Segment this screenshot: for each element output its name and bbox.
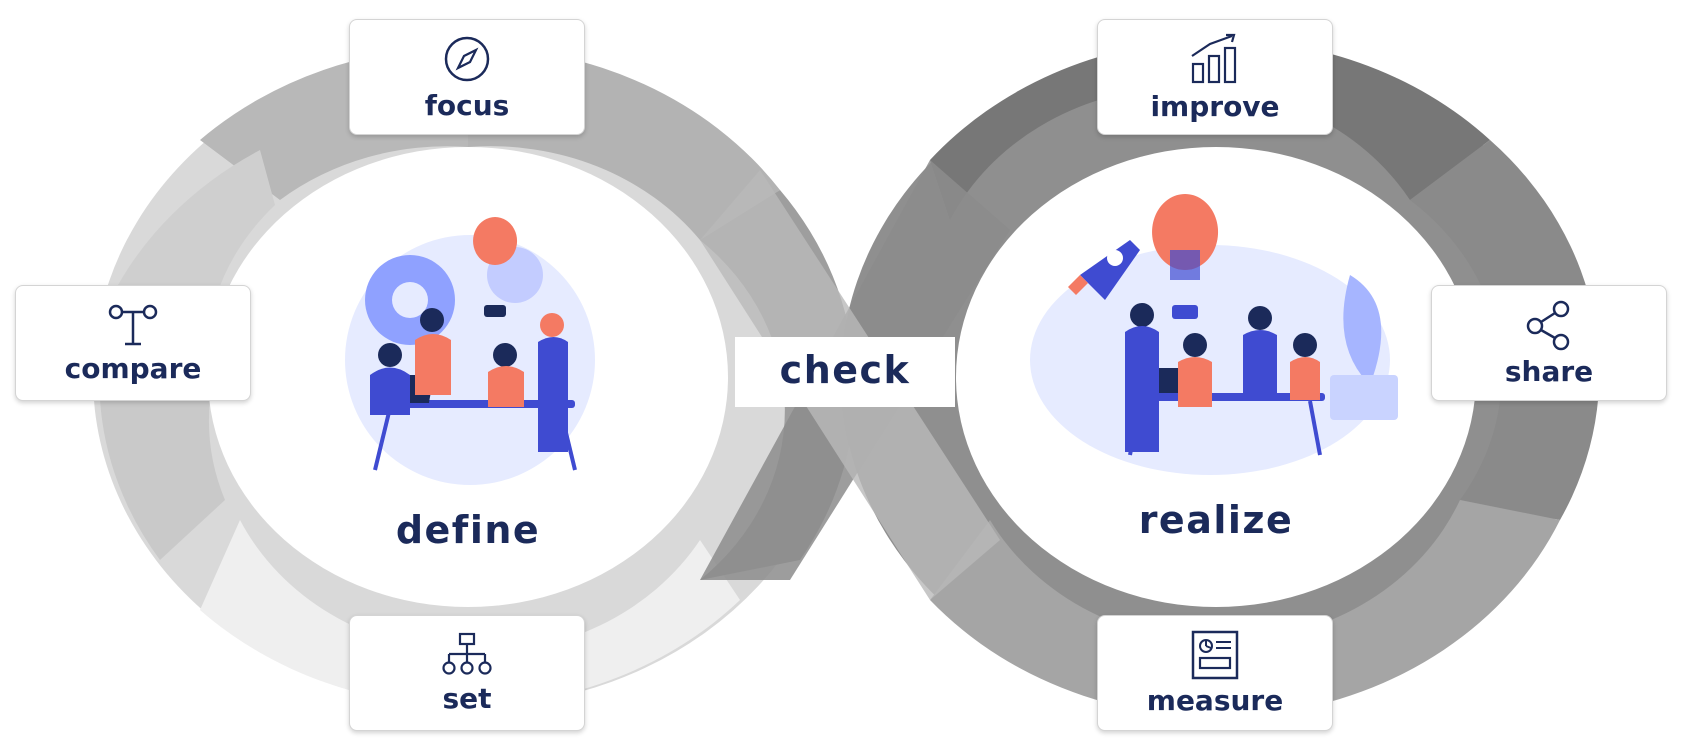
report-icon	[1191, 630, 1239, 679]
stage-label-define: define	[395, 508, 541, 552]
lightbulb-icon	[473, 217, 518, 265]
plant	[1343, 275, 1382, 385]
check-label-backdrop	[735, 337, 955, 407]
crossing-bands	[700, 160, 1010, 600]
step-label: set	[442, 681, 492, 715]
step-label: focus	[424, 88, 510, 122]
step-card-compare[interactable]: compare	[15, 285, 251, 401]
stage-label-realize: realize	[1138, 498, 1294, 542]
ring-segment-left	[110, 150, 275, 300]
hierarchy-icon	[442, 632, 492, 675]
stage-label-check: check	[779, 348, 911, 392]
step-card-improve[interactable]: improve	[1097, 19, 1333, 135]
rocket-icon	[1080, 240, 1140, 300]
bar-chart-growth-icon	[1191, 33, 1237, 83]
step-card-share[interactable]: share	[1431, 285, 1667, 401]
teamwork-illustration-right	[1030, 194, 1398, 475]
share-icon	[1526, 300, 1570, 350]
step-card-focus[interactable]: focus	[349, 19, 585, 135]
ring-segment-bottomleft	[100, 400, 225, 560]
step-card-measure[interactable]: measure	[1097, 615, 1333, 731]
step-label: share	[1504, 354, 1594, 388]
step-label: improve	[1150, 89, 1280, 123]
monitor	[1330, 375, 1398, 420]
step-card-set[interactable]: set	[349, 615, 585, 731]
lightbulb-puzzle-icon	[1152, 194, 1219, 270]
teamwork-illustration-left	[345, 217, 595, 485]
balance-icon	[108, 304, 158, 345]
ring-segment-bottom	[930, 500, 1560, 718]
step-label: compare	[64, 351, 202, 385]
compass-icon	[444, 36, 490, 81]
ring-segment-top	[930, 39, 1490, 221]
ring-segment-bottom	[200, 520, 740, 707]
step-label: measure	[1146, 683, 1284, 717]
